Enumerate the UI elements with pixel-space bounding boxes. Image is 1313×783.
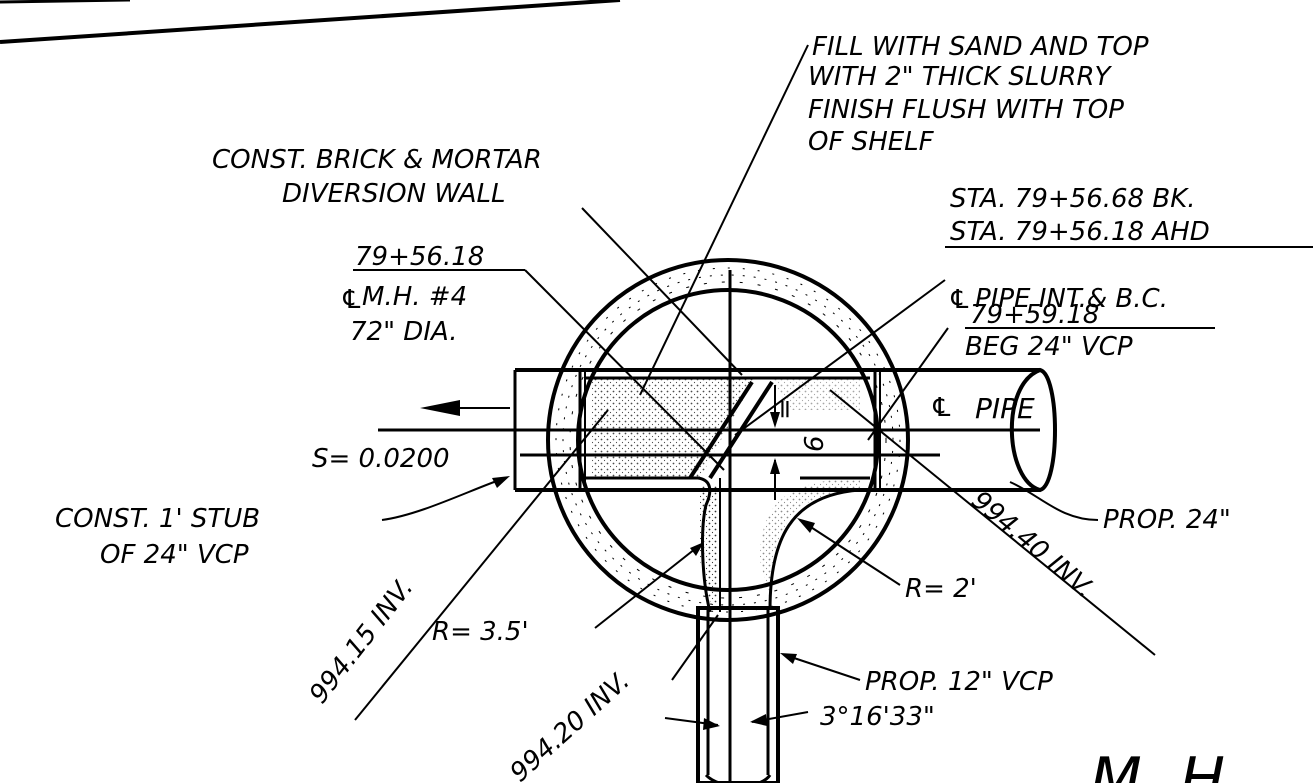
manhole-inner-wall (576, 288, 880, 592)
fill-note-line-2: WITH 2" THICK SLURRY (808, 62, 1113, 92)
stub-label-line-1: CONST. 1' STUB (55, 504, 260, 534)
manhole-station-label: 79+56.18 (355, 242, 484, 272)
manhole-outer-wall (546, 258, 910, 622)
pipe-int-label: PIPE INT.& B.C. (975, 284, 1168, 314)
drawing-title-partial: M. H. (1090, 745, 1244, 783)
diversion-wall (688, 380, 754, 480)
leader-station-bk (734, 279, 946, 436)
invert-right-label: 994.40 INV. (966, 485, 1100, 604)
diversion-wall-line-1: CONST. BRICK & MORTAR (212, 145, 542, 175)
radius-large-label: R= 3.5' (432, 617, 529, 647)
beg-station-label: 79+59.18 (970, 300, 1099, 330)
angle-arrow (750, 714, 767, 726)
leader-prop-24 (1009, 481, 1099, 521)
manhole-wall-hatch (562, 274, 894, 606)
prop-12-label: PROP. 12" VCP (865, 667, 1053, 697)
shelf-fill-right (770, 378, 860, 410)
leader-radius-small-arrow (797, 518, 815, 533)
flow-arrow-head (420, 400, 460, 416)
manhole-dia-label: 72" DIA. (350, 317, 458, 347)
outlet-pipe-break (704, 773, 772, 783)
manhole-wall-hatch (569, 281, 887, 599)
invert-bottom-label: 994.20 INV. (505, 666, 636, 783)
channel-curve-right (768, 488, 861, 611)
sand-fill-area (592, 378, 755, 478)
leader-inv-left (354, 409, 609, 721)
dimension-arrow (770, 458, 780, 474)
leader-stub (381, 477, 506, 521)
sheet-border-line (0, 0, 621, 44)
leader-manhole-station (524, 269, 725, 471)
invert-left-label: 994.15 INV. (304, 573, 420, 709)
channel-curve-left (697, 476, 712, 613)
leader-radius-large (594, 544, 701, 629)
leader-diversion-wall (581, 207, 743, 376)
beg-pipe-label: BEG 24" VCP (965, 332, 1133, 362)
station-bk-label: STA. 79+56.68 BK. (950, 184, 1196, 214)
leader-prop-12 (784, 654, 861, 681)
leader-fill-note (639, 44, 809, 396)
station-ahd-label: STA. 79+56.18 AHD (950, 217, 1210, 247)
angle-arrow (703, 718, 720, 730)
stub-label-line-2: OF 24" VCP (100, 540, 249, 570)
manhole-id-label: M.H. #4 (362, 282, 467, 312)
fill-note-line-1: FILL WITH SAND AND TOP (812, 32, 1149, 62)
pipe-centerline-label: PIPE (975, 392, 1035, 425)
centerline-symbol: ℄ (340, 285, 363, 315)
channel-fill (760, 478, 860, 600)
centerline-symbol: ℄ (948, 285, 971, 315)
dimension-six-label: 6 (800, 435, 830, 452)
manhole-wall-hatch (555, 267, 901, 613)
slope-label: S= 0.0200 (312, 444, 450, 474)
outlet-pipe-12in (696, 606, 780, 783)
fill-note-line-4: OF SHELF (808, 127, 935, 157)
leader-stub-arrow (492, 476, 510, 488)
dimension-arrow (770, 412, 780, 428)
leader-radius-small (799, 519, 901, 586)
leader-radius-large-arrow (690, 542, 704, 556)
diversion-wall-line-2: DIVERSION WALL (282, 179, 506, 209)
angle-label: 3°16'33" (820, 702, 935, 732)
leader-inv-bottom (671, 614, 719, 681)
prop-24-label: PROP. 24" (1103, 505, 1231, 535)
centerline-symbol: ℄ (930, 393, 953, 423)
radius-small-label: R= 2' (905, 574, 977, 604)
dimension-equal-mark: = (770, 398, 800, 420)
leader-inv-right (829, 389, 1156, 656)
pipe-right-break (1009, 367, 1057, 493)
sheet-border-line (0, 0, 131, 4)
fill-note-line-3: FINISH FLUSH WITH TOP (808, 95, 1124, 125)
leader-prop-12-arrow (780, 653, 797, 664)
leader-beg-pipe (867, 327, 949, 441)
